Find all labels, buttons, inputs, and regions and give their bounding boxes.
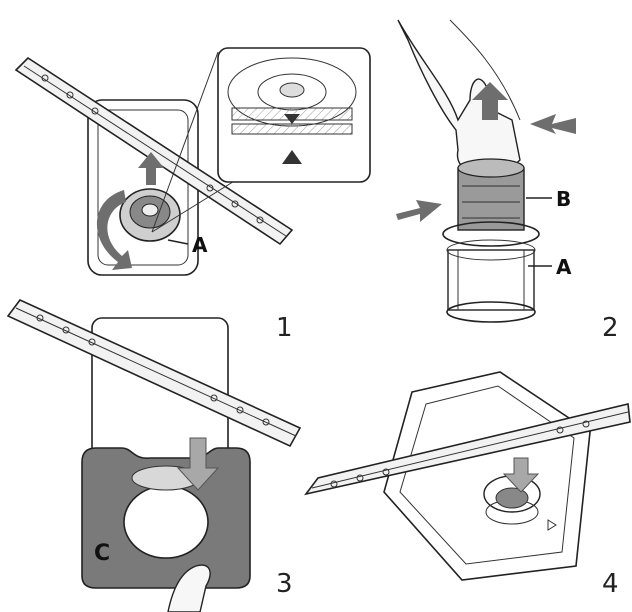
step-number-3: 3 — [276, 569, 293, 599]
step-number-1: 1 — [276, 313, 293, 343]
panel-3: C 3 — [6, 299, 302, 612]
callout-label-b: B — [556, 187, 571, 211]
squeeze-arrow-right-icon — [530, 114, 576, 134]
spray-arm — [14, 56, 294, 246]
push-down-arrow-icon — [176, 437, 220, 491]
finger-icon — [167, 564, 211, 612]
pull-up-arrow-icon — [472, 82, 508, 120]
step-number-2: 2 — [602, 313, 619, 343]
zoom-inset — [217, 47, 371, 183]
cover-opening — [123, 485, 209, 559]
insert-down-arrow-icon — [502, 457, 540, 493]
zoom-line-2 — [151, 179, 237, 233]
spray-arm-4 — [304, 403, 631, 496]
panel-4: 4 — [304, 371, 631, 599]
filter-b — [457, 158, 525, 231]
sump-housing-inner — [97, 109, 189, 266]
panel-2: B A 2 — [396, 19, 619, 343]
align-marker-down-icon — [284, 114, 300, 124]
callout-line-a — [167, 239, 189, 245]
callout-label-a2: A — [556, 255, 572, 279]
step-number-4: 4 — [602, 569, 619, 599]
lift-arrow-icon — [138, 152, 164, 185]
callout-label-a: A — [192, 233, 208, 257]
align-marker-up-icon — [282, 150, 302, 164]
callout-label-c: C — [94, 541, 110, 566]
zoom-line-1 — [151, 51, 219, 233]
filter-a-cage — [442, 221, 540, 323]
align-marker-icon — [547, 519, 557, 531]
panel-1: A 1 — [14, 47, 371, 343]
squeeze-arrow-left-icon — [396, 200, 442, 222]
spray-arm-3 — [6, 299, 302, 448]
rotate-arrow-icon — [96, 190, 132, 270]
sump-housing-4 — [383, 371, 591, 581]
filter-a — [119, 188, 181, 242]
